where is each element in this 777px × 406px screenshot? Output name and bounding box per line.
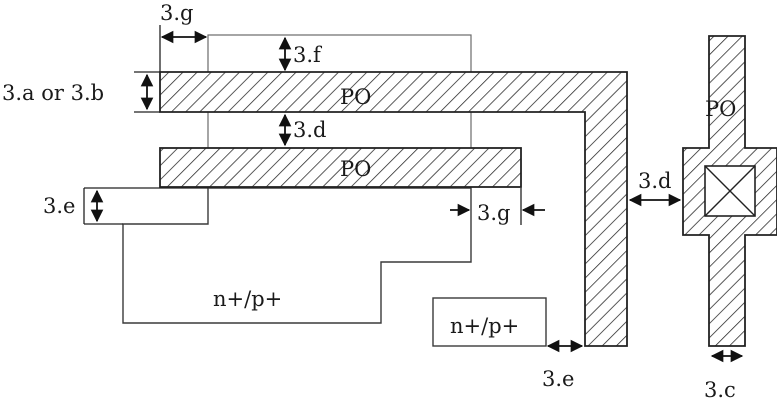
label-3g-right: 3.g [477, 201, 510, 225]
label-po-mid: PO [340, 157, 371, 181]
label-3g-top: 3.g [160, 1, 193, 25]
label-3d-right: 3.d [638, 169, 671, 193]
diffusion-small [432, 297, 547, 347]
label-3f: 3.f [293, 43, 323, 67]
label-diffusion-large: n+/p+ [213, 287, 282, 311]
label-3d-mid: 3.d [293, 118, 326, 142]
diffusion-large [122, 187, 472, 324]
poly-l-shape [159, 71, 628, 347]
label-po-right: PO [705, 97, 736, 121]
label-po-top: PO [340, 85, 371, 109]
label-3e-bottom: 3.e [542, 367, 574, 391]
label-diffusion-small: n+/p+ [450, 314, 519, 338]
contact-cross-b [704, 165, 756, 217]
label-3c: 3.c [704, 378, 736, 402]
label-3ab: 3.a or 3.b [2, 81, 104, 105]
poly-middle-bar [159, 147, 522, 188]
label-3e-left: 3.e [43, 194, 75, 218]
